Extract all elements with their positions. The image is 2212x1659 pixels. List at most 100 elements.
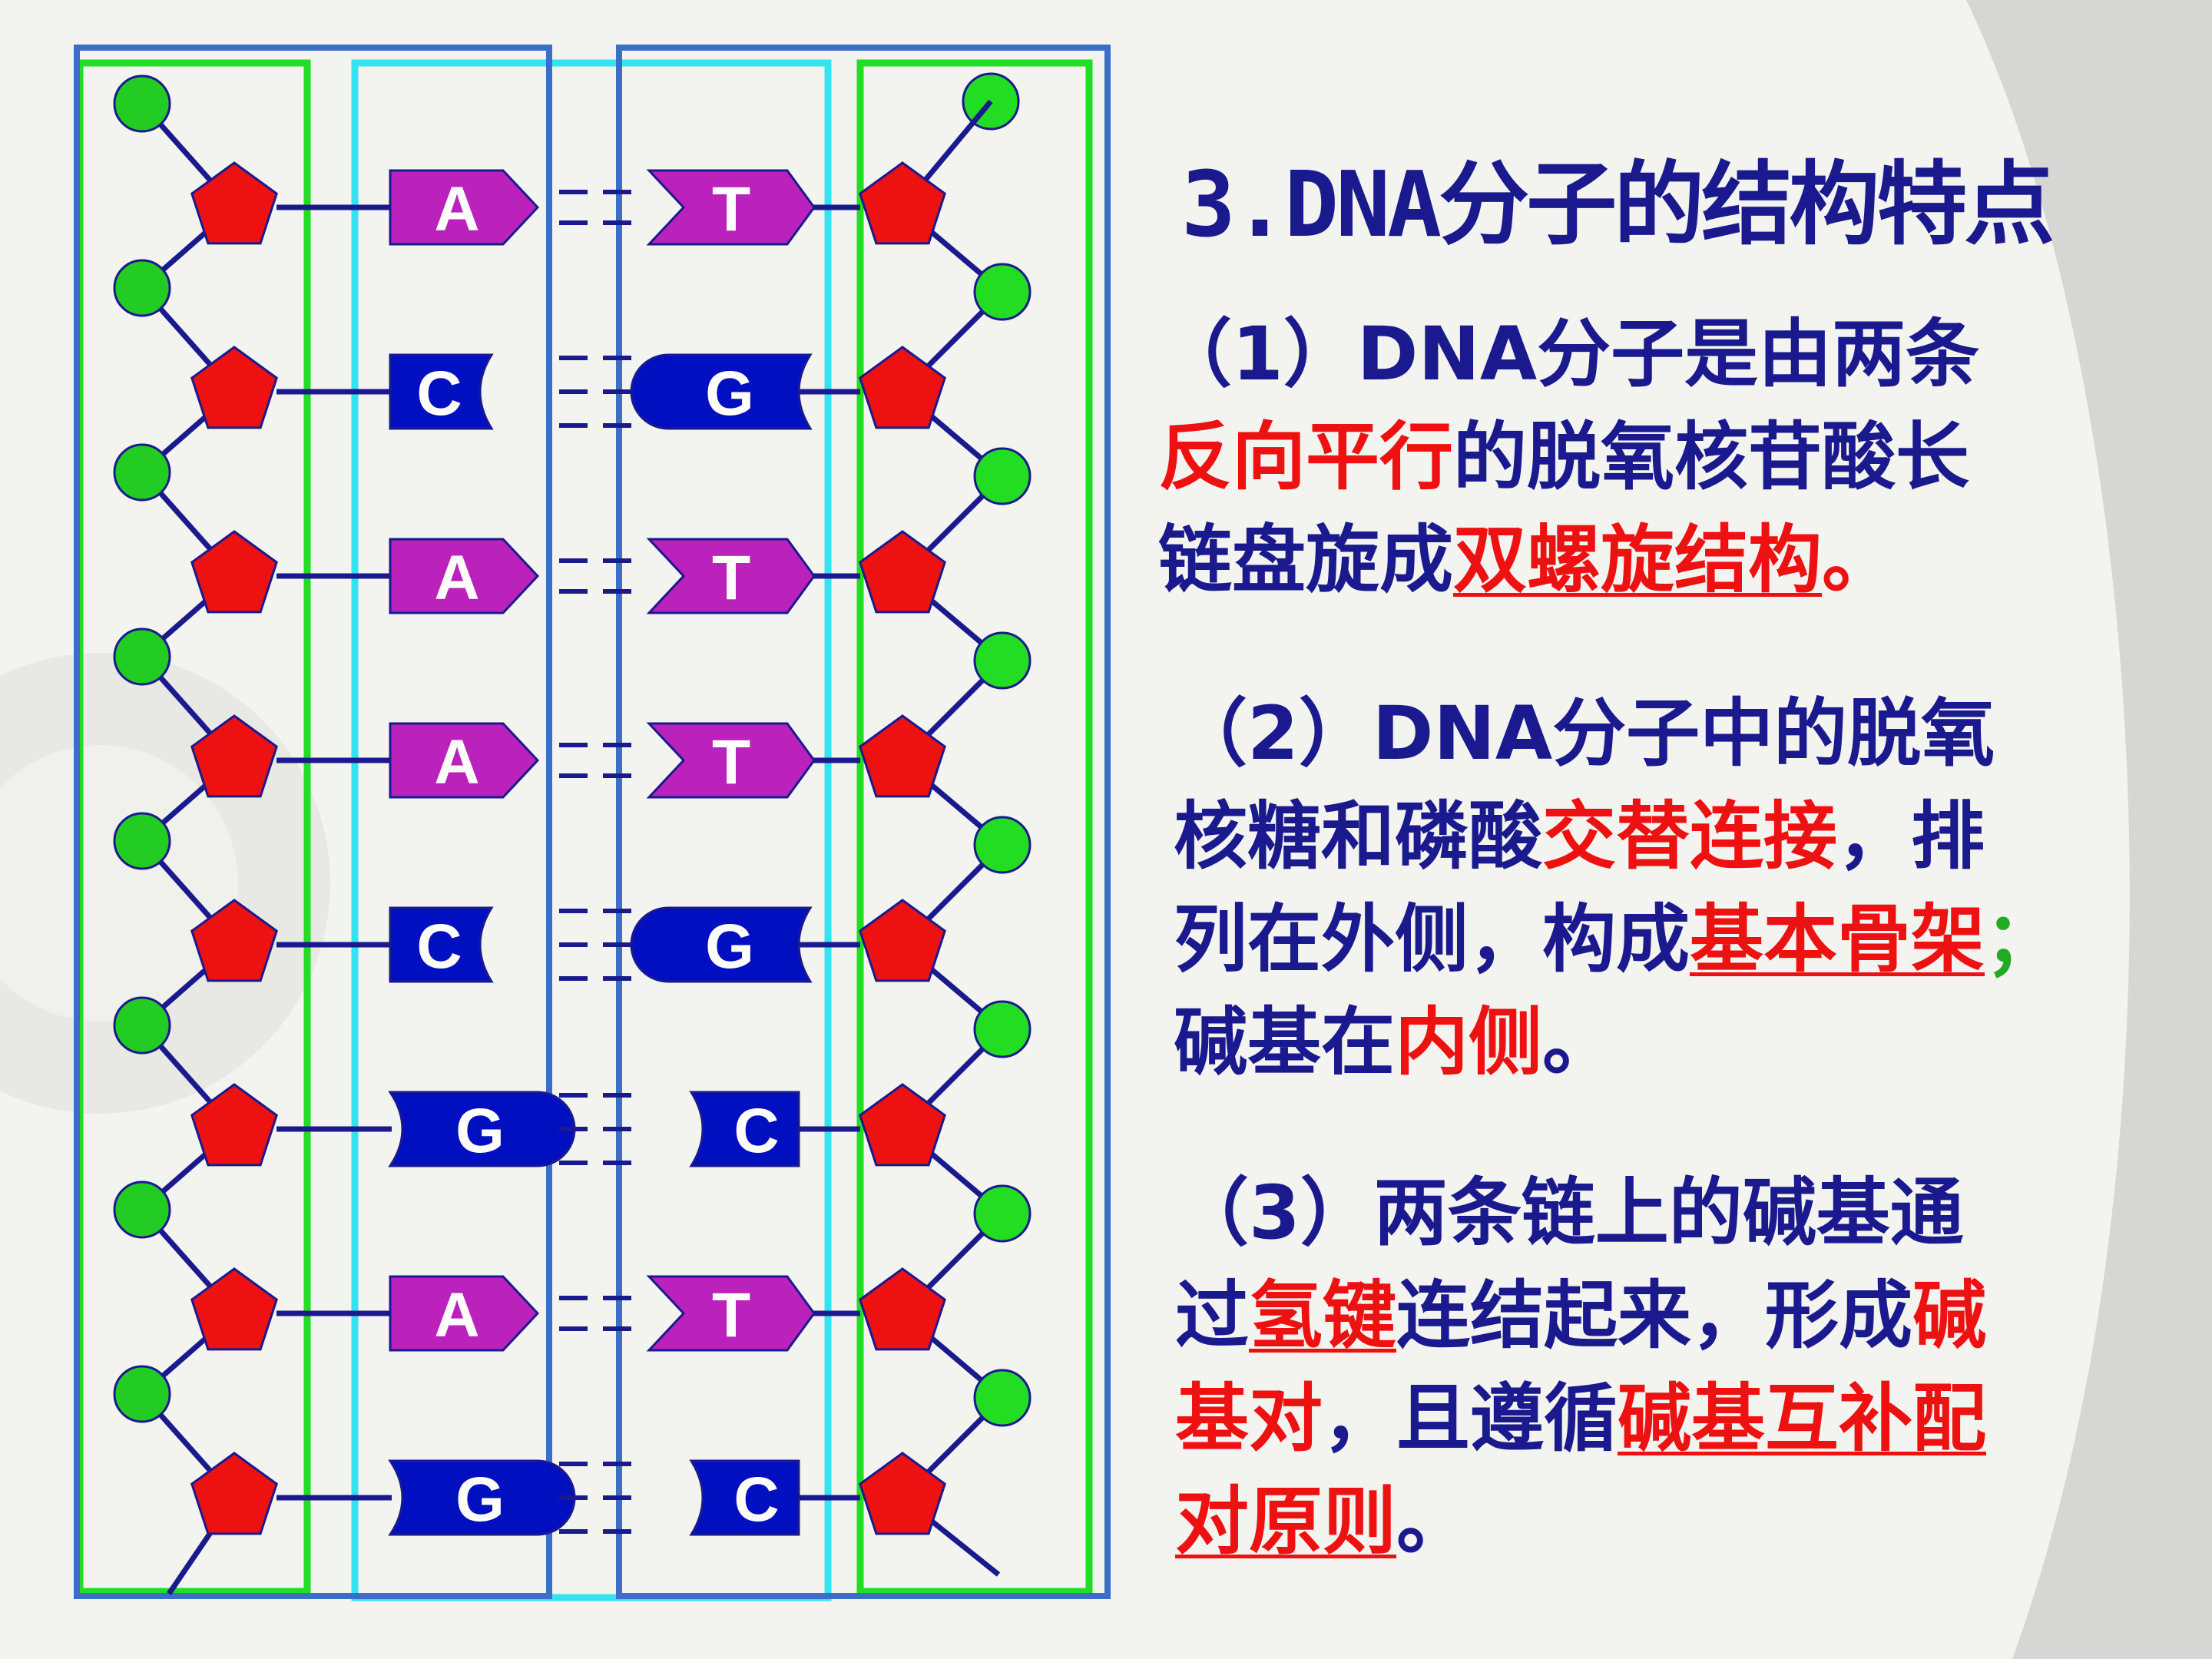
left-deoxyribose [190,1267,278,1351]
background-curve [1966,0,2212,1659]
right-phosphate [973,1184,1031,1243]
base-pair-box [351,59,832,1601]
left-deoxyribose [190,530,278,614]
keyword-antiparallel: 反向平行 [1158,414,1453,500]
point-3-line-1: （3）两条链上的碱基通 [1175,1170,1964,1256]
base-guanine [630,906,813,983]
base-thymine [646,538,816,614]
right-deoxyribose [859,714,946,798]
base-cytosine [389,353,494,430]
point-1: （1）DNA分子是由两条 反向平行的脱氧核苷酸长 链盘旋成双螺旋结构。 [1158,303,1979,611]
right-strand-box [616,45,1111,1599]
left-deoxyribose [190,1083,278,1167]
keyword-pairing-principle: 对原则 [1175,1479,1396,1565]
left-deoxyribose [190,714,278,798]
point-1-line-3: 链盘旋成 [1158,517,1453,603]
keyword-complementary-pairing: 碱基互补配 [1618,1376,1986,1462]
point-1-line-2: 的脱氧核苷酸长 [1453,414,1969,500]
base-cytosine [389,906,494,983]
base-thymine [646,722,816,799]
base-label-left: G [455,1096,505,1166]
background-ornament [0,745,238,1022]
page-title: 3.DNA分子的结构特点 [1181,151,2055,257]
right-deoxyribose [859,530,946,614]
base-cytosine [689,1459,800,1536]
left-phosphate [113,443,171,502]
keyword-backbone: 基本骨架 [1690,896,1985,982]
point-3-end: 。 [1396,1479,1470,1565]
base-adenine [389,538,540,614]
left-phosphate [113,812,171,870]
base-label-right: T [712,174,750,244]
right-phosphate [973,1000,1031,1058]
point-3-line-2: 过 [1175,1273,1249,1359]
left-phosphate [113,75,171,133]
left-deoxyribose [190,346,278,429]
point-1-end: 。 [1822,517,1896,603]
base-label-left: A [434,1280,479,1350]
base-label-right: T [712,727,750,797]
left-deoxyribose [190,899,278,982]
base-label-left: G [455,1465,505,1535]
keyword-inside: 内侧 [1395,999,1542,1085]
base-label-left: C [416,912,462,982]
left-deoxyribose [190,1452,278,1535]
left-strand-box [74,45,552,1599]
base-guanine [388,1459,576,1536]
point-2-line-1: （2）DNA分子中的脱氧 [1174,690,1995,777]
dna-structure-diagram: A T C G A T A T C G G C A T G C [74,45,1111,1601]
base-adenine [389,169,540,246]
left-phosphate [113,1365,171,1423]
right-phosphate [973,631,1031,690]
right-deoxyribose [859,1083,946,1167]
left-phosphate [113,1181,171,1239]
left-phosphate [113,259,171,317]
base-label-left: A [434,174,479,244]
right-deoxyribose [859,1452,946,1535]
point-2-line-2-end: ，排 [1837,793,1985,879]
base-label-left: C [416,359,462,429]
right-phosphate [973,816,1031,874]
right-phosphate [973,447,1031,505]
point-1-line-1: （1）DNA分子是由两条 [1158,311,1980,397]
right-chain-box [856,59,1093,1595]
base-cytosine [689,1091,800,1167]
point-3-line-3: ，且遵循 [1323,1376,1618,1462]
base-thymine [646,1275,816,1352]
base-label-left: A [434,543,479,613]
keyword-hydrogen-bond: 氢键 [1249,1273,1396,1359]
keyword-base-pair-start: 碱 [1912,1273,1986,1359]
right-phosphate [973,263,1031,321]
base-label-right: C [733,1096,779,1166]
left-deoxyribose [190,161,278,245]
right-deoxyribose [859,1267,946,1351]
base-guanine [388,1091,576,1167]
point-2-line-2: 核糖和磷酸 [1174,793,1542,879]
base-adenine [389,722,540,799]
base-label-right: G [705,359,754,429]
keyword-alternating: 交替连接 [1542,793,1837,879]
base-label-right: T [712,1280,750,1350]
point-2-line-4: 碱基在 [1174,999,1395,1085]
right-deoxyribose [859,346,946,429]
left-phosphate [113,628,171,686]
left-phosphate [113,996,171,1055]
point-3-line-2-mid: 连结起来，形成 [1396,1273,1912,1359]
point-2-semicolon: ； [1985,896,2058,982]
point-2-line-3: 列在外侧，构成 [1174,896,1690,982]
base-thymine [646,169,816,246]
point-2: （2）DNA分子中的脱氧 核糖和磷酸交替连接，排 列在外侧，构成基本骨架； 碱基… [1174,682,2058,1094]
keyword-base-pair-end: 基对 [1175,1376,1323,1462]
base-guanine [630,353,813,430]
right-deoxyribose [859,899,946,982]
right-deoxyribose [859,161,946,245]
base-label-right: C [733,1465,779,1535]
point-2-end: 。 [1542,999,1616,1085]
right-phosphate [973,1369,1031,1427]
base-adenine [389,1275,540,1352]
base-label-left: A [434,727,479,797]
keyword-double-helix: 双螺旋结构 [1453,517,1822,603]
base-label-right: G [705,912,754,982]
point-3: （3）两条链上的碱基通 过氢键连结起来，形成碱 基对，且遵循碱基互补配 对原则。 [1175,1161,1986,1573]
base-label-right: T [712,543,750,613]
